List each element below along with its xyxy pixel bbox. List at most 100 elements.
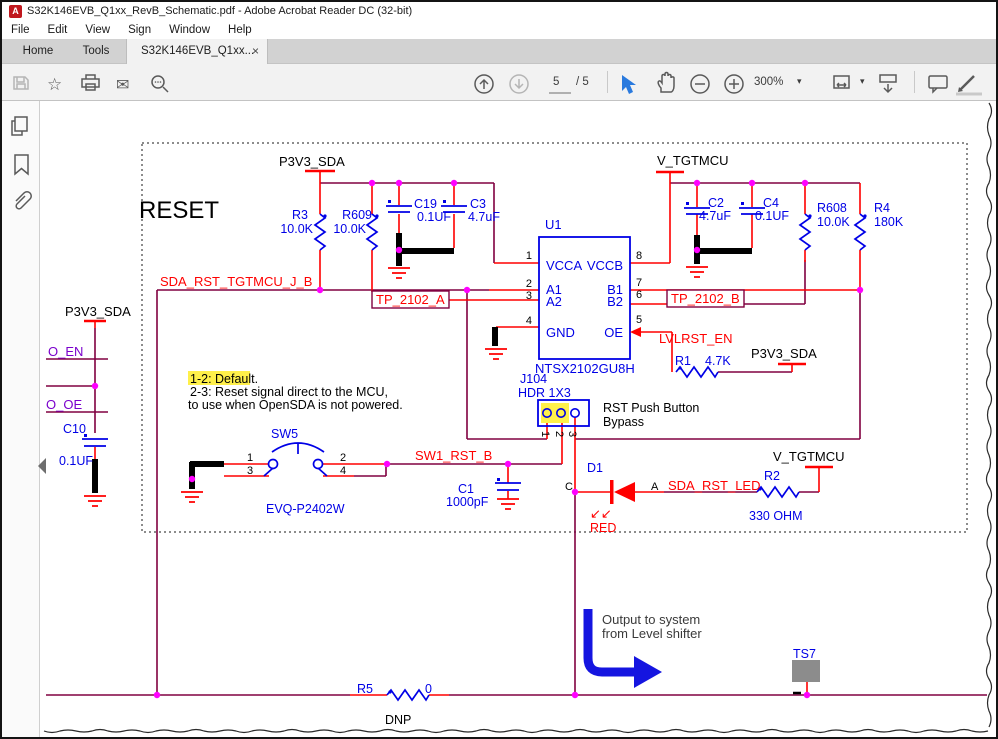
label-r609-val: 10.0K (333, 222, 366, 236)
arrow-note-line2: from Level shifter (602, 626, 702, 641)
net-wires (46, 183, 987, 695)
label-r1-val: 4.7K (705, 354, 731, 368)
label-u1-ref: U1 (545, 217, 562, 232)
note-line2: 2-3: Reset signal direct to the MCU, (190, 385, 388, 399)
pin-name-vccb: VCCB (587, 258, 623, 273)
label-p3v3-sda-top: P3V3_SDA (279, 154, 345, 169)
capacitor-c2: C2 4.7uF (684, 196, 731, 223)
page-tear-right (987, 103, 992, 727)
led-d1: ↙↙ D1 RED C A (565, 461, 659, 535)
label-tp2102a: TP_2102_A (376, 292, 445, 307)
label-p3v3-sda-mid: P3V3_SDA (751, 346, 817, 361)
switch-sw5: SW5 EVQ-P2402W 1 3 2 4 (247, 427, 346, 516)
testpoint-ts7: TS7 (792, 647, 820, 682)
label-r3-ref: R3 (292, 208, 308, 222)
sw5-pin-3: 3 (247, 465, 253, 477)
j104-caption-line2: Bypass (603, 415, 644, 429)
capacitor-c10: C10 0.1UF (59, 422, 108, 468)
schematic-section-title: RESET (139, 197, 219, 224)
label-c19-ref: C19 (414, 197, 437, 211)
pin-number-7: 7 (636, 277, 642, 289)
led-emission-arrows-icon: ↙↙ (590, 506, 612, 521)
label-sw5-part: EVQ-P2402W (266, 502, 345, 516)
label-c4-ref: C4 (763, 196, 779, 210)
label-r4-ref: R4 (874, 201, 890, 215)
label-r5-val: 0 (425, 682, 432, 696)
label-r1-ref: R1 (675, 354, 691, 368)
label-c1-val: 1000pF (446, 495, 489, 509)
jumper-note: 1-2: Default. 2-3: Reset signal direct t… (188, 371, 403, 412)
sw5-pin-1: 1 (247, 452, 253, 464)
label-d1-cathode: C (565, 481, 573, 493)
capacitor-c4: C4 0.1UF (739, 196, 789, 223)
pin-number-3: 3 (526, 290, 532, 302)
label-c2-ref: C2 (708, 196, 724, 210)
label-j104-type: HDR 1X3 (518, 386, 571, 400)
label-net-sda-rst-led: SDA_RST_LED (668, 478, 760, 493)
pin-number-4: 4 (526, 315, 532, 327)
label-v-tgtmcu-top: V_TGTMCU (657, 153, 729, 168)
resistor-r1: R1 4.7K (675, 354, 731, 377)
label-r5-dnp: DNP (385, 713, 411, 727)
resistor-r3: R3 10.0K (280, 208, 326, 250)
resistor-r609: R609 10.0K (333, 208, 378, 250)
j104-pin-2: 2 (553, 431, 565, 437)
label-net-sda-rst: SDA_RST_TGTMCU_J_B (160, 274, 312, 289)
label-c3-val: 4.7uF (468, 210, 500, 224)
label-u1-part: NTSX2102GU8H (535, 361, 635, 376)
label-c10-val: 0.1UF (59, 454, 93, 468)
label-d1-anode: A (651, 481, 659, 493)
arrow-note-line1: Output to system (602, 612, 700, 627)
label-d1-ref: D1 (587, 461, 603, 475)
label-sw5-ref: SW5 (271, 427, 298, 441)
label-ts7: TS7 (793, 647, 816, 661)
label-net-sw1-rst-b: SW1_RST_B (415, 448, 492, 463)
label-tp2102b: TP_2102_B (671, 291, 740, 306)
testpoint-tp2102a: TP_2102_A (372, 291, 449, 308)
label-d1-color: RED (590, 521, 616, 535)
sw5-pin-2: 2 (340, 452, 346, 464)
pin-number-8: 8 (636, 250, 642, 262)
note-line3: to use when OpenSDA is not powered. (188, 398, 403, 412)
testpoint-tp2102b: TP_2102_B (667, 290, 744, 307)
pin-name-vcca: VCCA (546, 258, 582, 273)
label-c2-val: 4.7uF (699, 209, 731, 223)
j104-pin-3: 3 (566, 431, 578, 437)
label-port-o-oe: O_OE (46, 397, 82, 412)
label-c3-ref: C3 (470, 197, 486, 211)
sw5-pin-4: 4 (340, 465, 346, 477)
label-port-o-en: O_EN (48, 344, 83, 359)
oe-pin-arrow (630, 327, 641, 337)
label-p3v3-sda-left: P3V3_SDA (65, 304, 131, 319)
pin-number-5: 5 (636, 314, 642, 326)
label-r2-val: 330 OHM (749, 509, 803, 523)
label-r608-val: 10.0K (817, 215, 850, 229)
page-tear-bottom (44, 730, 988, 733)
label-r609-ref: R609 (342, 208, 372, 222)
pin-name-oe: OE (604, 325, 623, 340)
pin-number-6: 6 (636, 289, 642, 301)
label-c1-ref: C1 (458, 482, 474, 496)
output-arrow: Output to system from Level shifter (588, 609, 702, 688)
label-net-lvlrst-en: LVLRST_EN (659, 331, 732, 346)
capacitor-c19: C19 0.1UF (386, 197, 451, 224)
resistor-r4: R4 180K (855, 201, 904, 250)
j104-caption-line1: RST Push Button (603, 401, 699, 415)
label-r4-val: 180K (874, 215, 904, 229)
pin-name-b2: B2 (607, 294, 623, 309)
label-c4-val: 0.1UF (755, 209, 789, 223)
label-v-tgtmcu-mid: V_TGTMCU (773, 449, 845, 464)
label-r608-ref: R608 (817, 201, 847, 215)
pin-name-gnd: GND (546, 325, 575, 340)
label-r5-ref: R5 (357, 682, 373, 696)
label-r3-val: 10.0K (280, 222, 313, 236)
j104-pin-1: 1 (539, 431, 551, 437)
resistor-r5: R5 0 DNP (357, 682, 432, 727)
ic-u1-level-shifter: U1 NTSX2102GU8H VCCA VCCB A1 A2 B1 B2 GN… (526, 217, 642, 376)
label-r2-ref: R2 (764, 469, 780, 483)
label-j104-ref: J104 (520, 372, 547, 386)
label-c10-ref: C10 (63, 422, 86, 436)
resistor-r608: R608 10.0K (800, 201, 850, 250)
